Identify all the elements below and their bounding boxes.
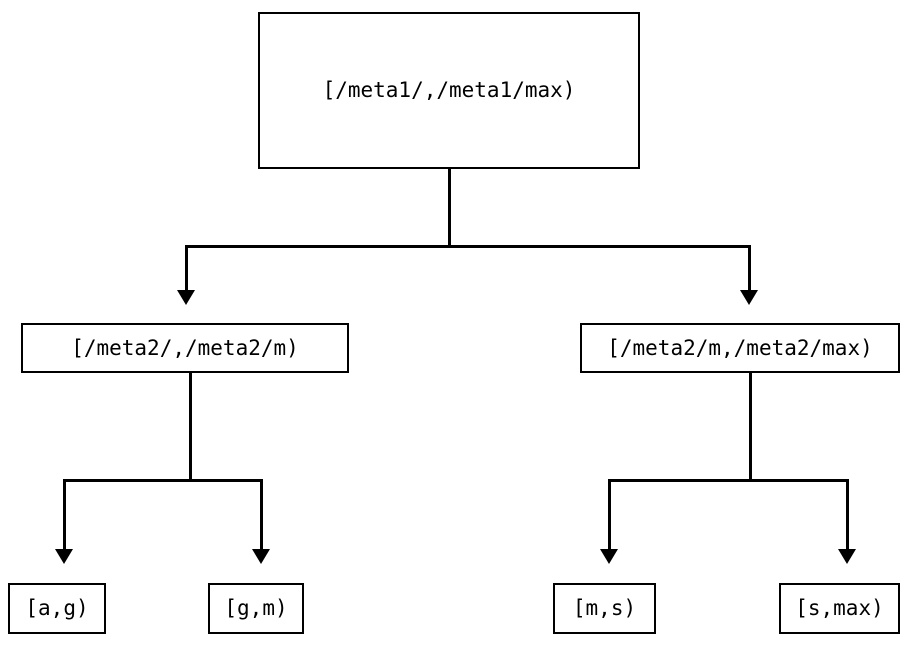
edge-mid-right-stem <box>749 373 752 482</box>
edge-mid-left-stem <box>189 373 192 482</box>
arrowhead-leaf-4 <box>838 549 856 564</box>
arrowhead-leaf-1 <box>55 549 73 564</box>
node-mid-right[interactable]: [/meta2/m,/meta2/max) <box>580 323 900 373</box>
edge-root-to-mid-left <box>185 245 188 291</box>
edge-mid-right-to-leaf-4 <box>846 479 849 550</box>
node-leaf-1[interactable]: [a,g) <box>8 583 106 634</box>
node-root[interactable]: [/meta1/,/meta1/max) <box>258 12 640 169</box>
edge-root-stem <box>448 169 451 248</box>
edge-root-crossbar <box>185 245 751 248</box>
edge-mid-right-crossbar <box>608 479 849 482</box>
node-leaf-1-label: [a,g) <box>25 596 89 620</box>
node-leaf-3-label: [m,s) <box>572 596 637 620</box>
arrowhead-mid-left <box>177 290 195 305</box>
node-leaf-2-label: [g,m) <box>224 596 288 620</box>
arrowhead-leaf-3 <box>600 549 618 564</box>
node-mid-left[interactable]: [/meta2/,/meta2/m) <box>21 323 349 373</box>
edge-mid-left-to-leaf-2 <box>260 479 263 550</box>
node-leaf-4[interactable]: [s,max) <box>779 583 900 634</box>
edge-mid-left-crossbar <box>63 479 263 482</box>
edge-mid-right-to-leaf-3 <box>608 479 611 550</box>
node-mid-left-label: [/meta2/,/meta2/m) <box>71 335 299 360</box>
arrowhead-leaf-2 <box>252 549 270 564</box>
node-mid-right-label: [/meta2/m,/meta2/max) <box>607 335 873 360</box>
edge-mid-left-to-leaf-1 <box>63 479 66 550</box>
node-leaf-3[interactable]: [m,s) <box>553 583 656 634</box>
node-leaf-4-label: [s,max) <box>795 596 884 620</box>
edge-root-to-mid-right <box>748 245 751 291</box>
node-root-label: [/meta1/,/meta1/max) <box>322 78 576 102</box>
arrowhead-mid-right <box>740 290 758 305</box>
node-leaf-2[interactable]: [g,m) <box>208 583 304 634</box>
